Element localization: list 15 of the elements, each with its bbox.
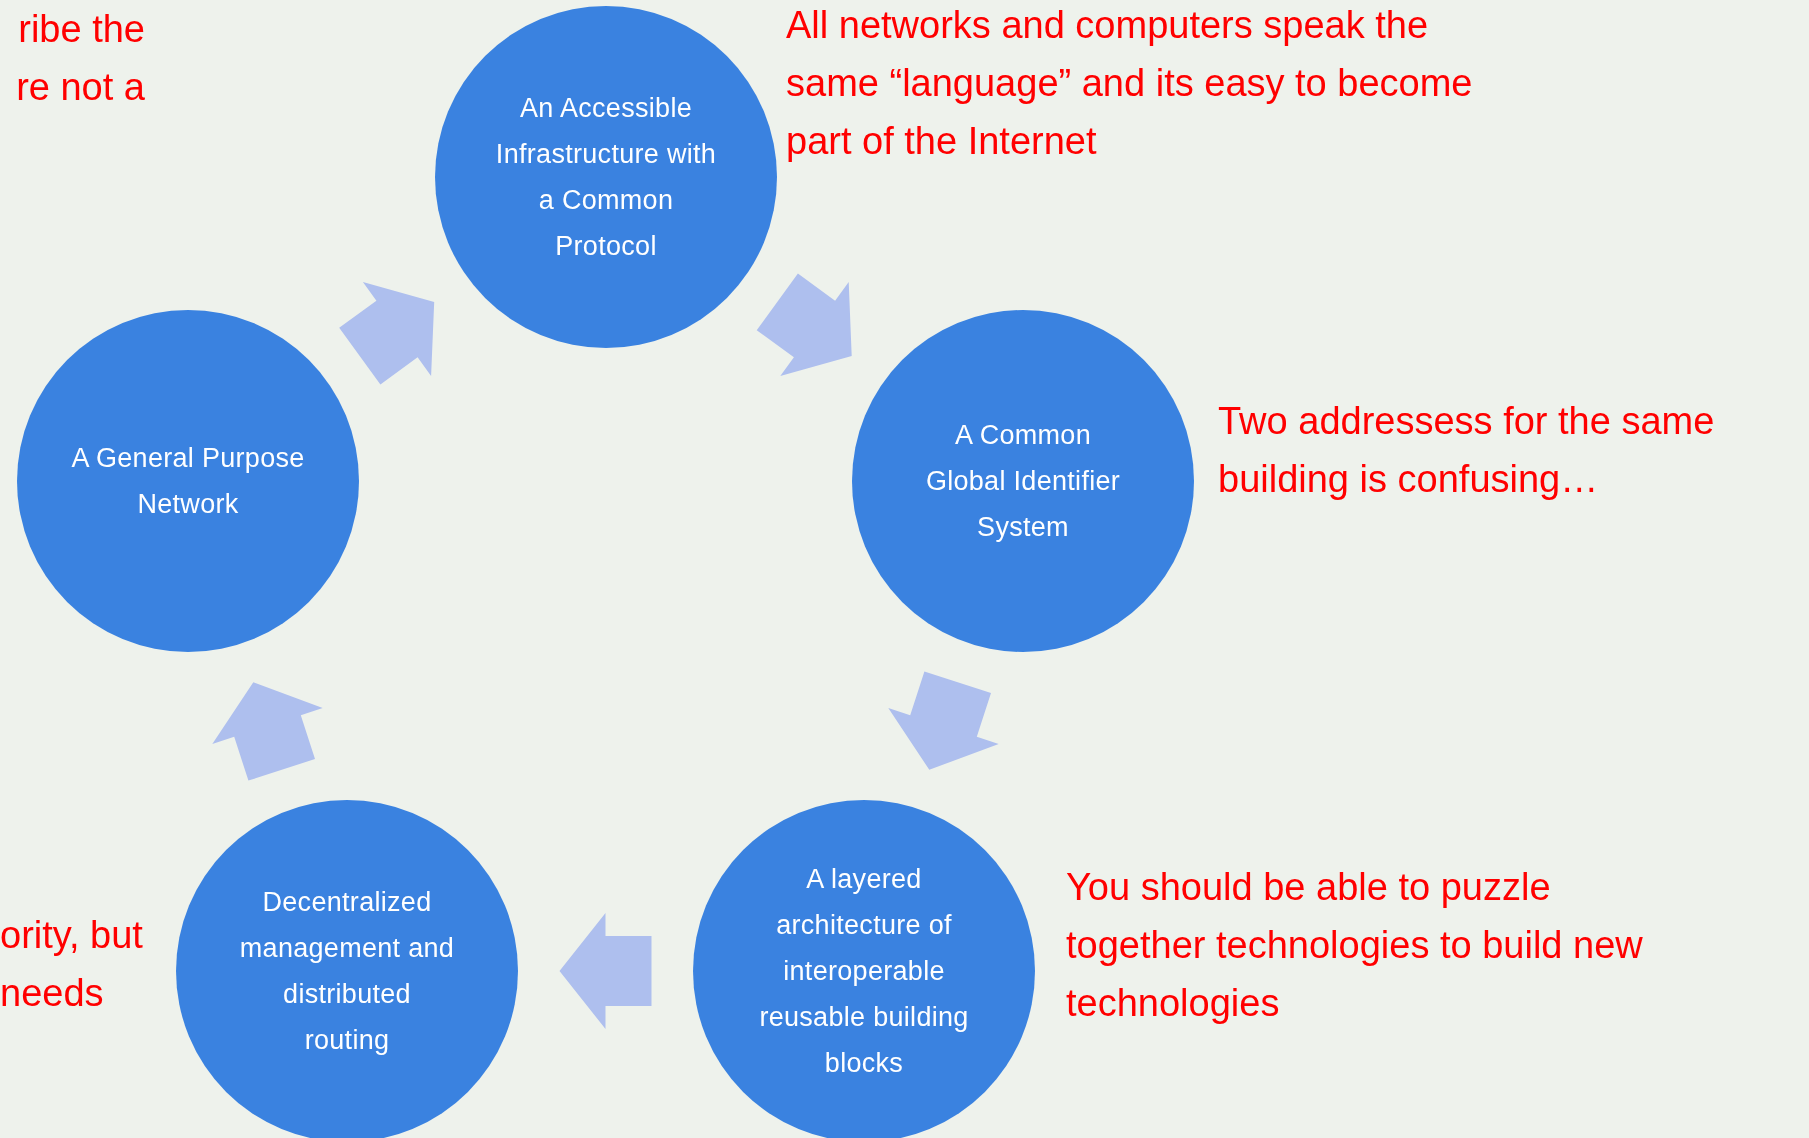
block-arrow (559, 913, 652, 1029)
block-arrow (212, 682, 323, 781)
node-text: Decentralized management and distributed routing (238, 886, 456, 1057)
node-text: A Common Global Identifier System (924, 419, 1122, 544)
node-text: A General Purpose Network (70, 442, 306, 521)
annotation-text: You should be able to puzzle together technologies to build new technologies (1066, 865, 1644, 1026)
node-text: A layered architecture of interoperable reusable building blocks (758, 863, 970, 1080)
annotation-text: Two addressess for the same building is confusing… (1218, 399, 1716, 502)
block-arrow (756, 273, 852, 376)
annotation-text: ribe the re not a (15, 7, 145, 110)
node-text: An Accessible Infrastructure with a Common Protocol (494, 92, 718, 263)
annotation-text: ority, but needs (0, 913, 144, 1016)
block-arrow (888, 671, 999, 770)
annotation-text: All networks and computers speak the same “language” and its easy to become part of the Internet (786, 3, 1474, 164)
block-arrow (339, 282, 435, 385)
